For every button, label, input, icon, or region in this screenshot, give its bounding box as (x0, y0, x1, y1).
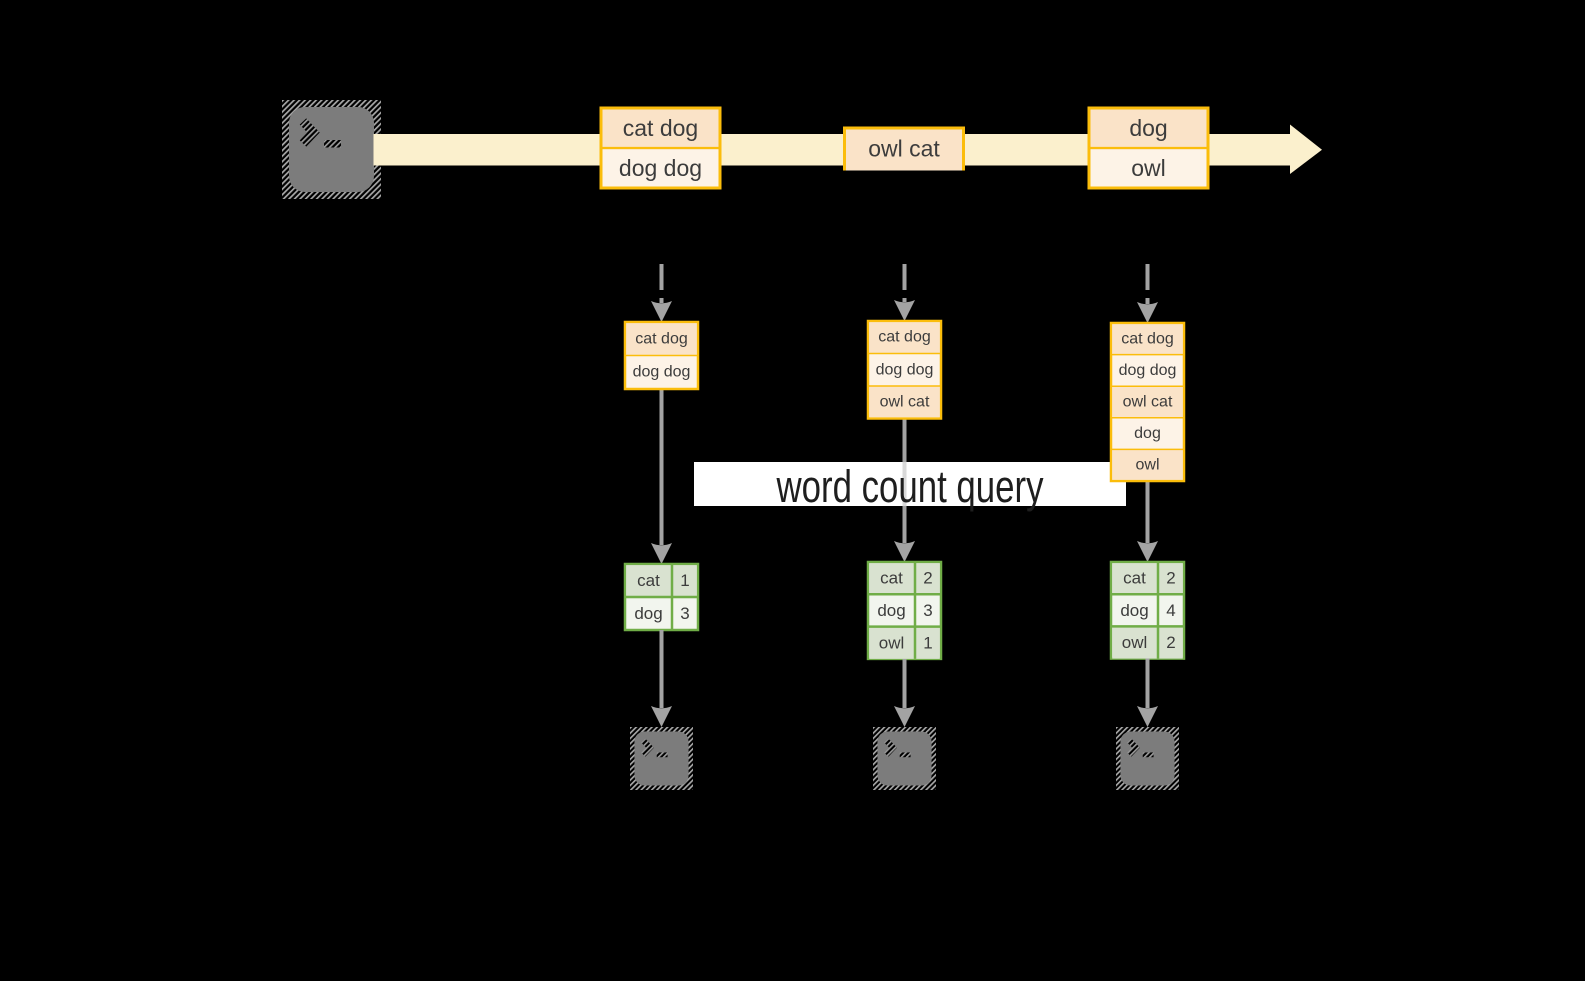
svg-text:dog: dog (877, 601, 905, 620)
svg-text:owl: owl (879, 633, 905, 652)
svg-text:owl cat: owl cat (880, 394, 930, 411)
svg-text:dog dog: dog dog (619, 155, 702, 181)
svg-text:cat: cat (880, 569, 903, 588)
svg-text:dog: dog (634, 604, 662, 623)
svg-text:2: 2 (923, 569, 932, 588)
svg-text:dog dog: dog dog (876, 361, 934, 378)
svg-text:word count query: word count query (776, 461, 1044, 512)
svg-text:cat dog: cat dog (623, 115, 698, 141)
svg-text:dog: dog (1120, 601, 1148, 620)
svg-text:dog dog: dog dog (1119, 362, 1177, 379)
svg-text:3: 3 (923, 601, 932, 620)
svg-text:cat dog: cat dog (878, 329, 930, 346)
svg-text:dog dog: dog dog (633, 364, 691, 381)
svg-text:cat dog: cat dog (1121, 330, 1173, 347)
svg-text:2: 2 (1166, 569, 1175, 588)
svg-text:cat: cat (637, 571, 660, 590)
svg-text:cat: cat (1123, 569, 1146, 588)
svg-text:owl cat: owl cat (1123, 394, 1173, 411)
svg-text:dog: dog (1129, 115, 1167, 141)
svg-text:dog: dog (1134, 425, 1161, 442)
svg-text:owl: owl (1135, 457, 1159, 474)
svg-text:2: 2 (1166, 633, 1175, 652)
svg-text:1: 1 (680, 571, 689, 590)
svg-text:owl cat: owl cat (868, 136, 940, 162)
svg-text:cat dog: cat dog (635, 330, 687, 347)
svg-text:owl: owl (1131, 155, 1166, 181)
svg-text:3: 3 (680, 604, 689, 623)
svg-text:4: 4 (1166, 601, 1175, 620)
svg-text:1: 1 (923, 633, 932, 652)
svg-text:owl: owl (1122, 633, 1148, 652)
